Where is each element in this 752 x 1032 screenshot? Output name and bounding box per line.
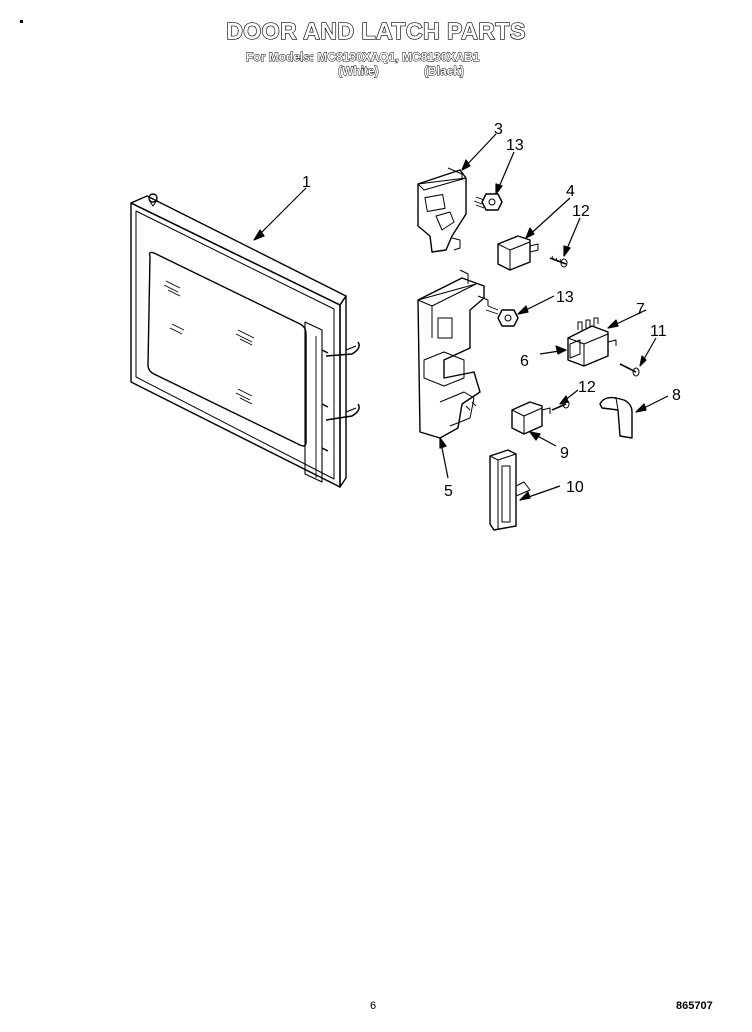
- color-black-label: (Black): [424, 64, 465, 79]
- lever-10: [489, 449, 531, 531]
- callout-5: 5: [444, 483, 453, 500]
- callout-8: 8: [672, 387, 681, 404]
- callout-12-lower: 12: [578, 379, 596, 396]
- callout-11: 11: [650, 323, 667, 340]
- leader-lines: [253, 133, 669, 501]
- callout-numbers: 1 3 13 4 12 13 7 11 6 5 12 8 9 10: [302, 121, 681, 500]
- switch-9: [511, 401, 551, 435]
- switch-4: [497, 235, 539, 271]
- door-assembly: [130, 193, 360, 488]
- latch-bracket-top: [417, 167, 467, 253]
- screw-13-mid: [485, 305, 519, 327]
- page-number: 6: [370, 1000, 377, 1012]
- callout-6: 6: [520, 353, 529, 370]
- callout-9: 9: [560, 445, 569, 462]
- callout-1: 1: [302, 174, 311, 191]
- callout-4: 4: [566, 183, 575, 200]
- models-line: For Models: MC8130XAQ1, MC8130XAB1: [246, 50, 480, 65]
- color-white-label: (White): [338, 64, 380, 79]
- cover-8: [599, 396, 633, 439]
- callout-13-top: 13: [506, 137, 524, 154]
- page-title: DOOR AND LATCH PARTS: [226, 17, 526, 44]
- corner-mark: [20, 20, 23, 23]
- callout-7: 7: [636, 301, 645, 318]
- switch-7: [567, 317, 617, 367]
- callout-3: 3: [494, 121, 503, 138]
- latch-mount: [417, 269, 489, 439]
- screw-11: [619, 363, 640, 377]
- screw-13-top: [473, 193, 503, 211]
- callout-10: 10: [566, 479, 584, 496]
- screw-12-top: [549, 255, 568, 268]
- callout-13-mid: 13: [556, 289, 574, 306]
- callout-12-top: 12: [572, 203, 590, 220]
- document-number: 865707: [676, 1000, 713, 1012]
